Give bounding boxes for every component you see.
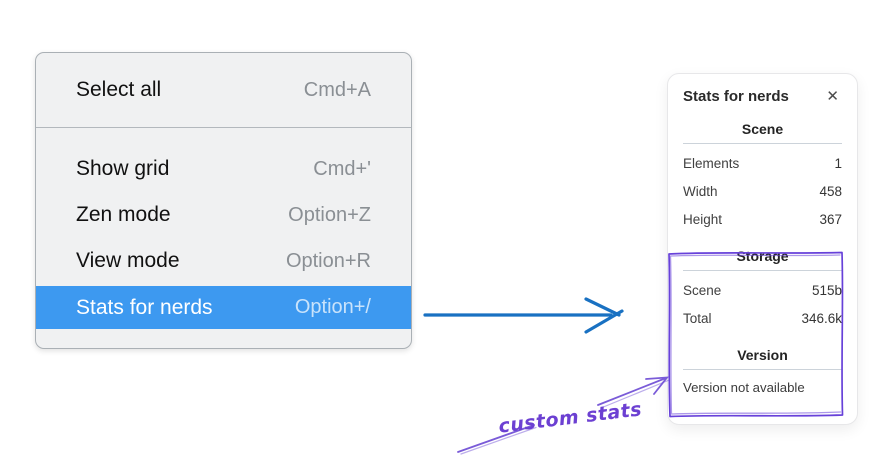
menu-item-label: Show grid [76, 157, 170, 180]
menu-item-select-all[interactable]: Select all Cmd+A [36, 53, 411, 128]
section-heading: Version [737, 347, 788, 363]
stats-section-version: Version Version not available [683, 347, 842, 395]
menu-item-shortcut: Option+R [285, 249, 371, 272]
stat-label: Total [683, 310, 712, 326]
menu-item-label: Zen mode [76, 203, 171, 226]
section-divider [683, 143, 842, 144]
stat-value: 515b [811, 282, 842, 298]
arrow-right-icon [423, 297, 624, 334]
stat-row-width: Width 458 [683, 177, 842, 205]
annotation-arrow-shaft [597, 377, 667, 406]
menu-item-view-mode[interactable]: View mode Option+R [36, 238, 411, 284]
stat-label: Elements [683, 155, 740, 171]
menu-item-shortcut: Cmd+' [313, 157, 371, 180]
stat-value: 458 [819, 183, 842, 199]
menu-item-label: View mode [76, 249, 180, 272]
stats-section-scene: Scene Elements 1 Width 458 Height 367 [683, 121, 842, 233]
stats-panel-header: Stats for nerds ✕ [683, 87, 842, 106]
stat-row-scene-size: Scene 515b [683, 276, 842, 304]
section-heading: Scene [741, 121, 784, 137]
stat-value: 346.6k [801, 310, 842, 326]
stat-row-height: Height 367 [683, 205, 842, 233]
section-divider [683, 369, 842, 370]
menu-item-stats-for-nerds[interactable]: Stats for nerds Option+/ [36, 286, 411, 329]
stat-value: 367 [819, 211, 842, 227]
stat-row-elements: Elements 1 [683, 149, 842, 177]
stat-label: Width [683, 183, 718, 199]
stat-value: 1 [834, 155, 842, 171]
stat-row-total-size: Total 346.6k [683, 304, 842, 332]
menu-item-shortcut: Option+Z [288, 203, 371, 226]
menu-item-shortcut: Cmd+A [303, 78, 371, 101]
stat-label: Height [683, 211, 723, 227]
annotation-arrowhead [645, 376, 669, 395]
stats-section-storage: Storage Scene 515b Total 346.6k [683, 248, 842, 332]
menu-item-label: Stats for nerds [76, 295, 213, 319]
menu-item-show-grid[interactable]: Show grid Cmd+' [36, 146, 411, 192]
context-menu: Select all Cmd+A Show grid Cmd+' Zen mod… [35, 52, 412, 349]
section-divider [683, 270, 842, 271]
section-heading: Storage [736, 248, 789, 264]
menu-item-label: Select all [76, 78, 162, 101]
close-icon[interactable]: ✕ [823, 87, 842, 106]
menu-item-zen-mode[interactable]: Zen mode Option+Z [36, 192, 411, 238]
menu-group: Show grid Cmd+' Zen mode Option+Z View m… [36, 128, 411, 329]
annotation-group: custom stats [457, 376, 669, 455]
version-note: Version not available [683, 380, 805, 395]
stat-label: Scene [683, 282, 722, 298]
annotation-label: custom stats [497, 398, 643, 437]
menu-item-shortcut: Option+/ [294, 296, 371, 318]
stats-panel-title: Stats for nerds [683, 88, 789, 105]
stats-panel: Stats for nerds ✕ Scene Elements 1 Width… [667, 73, 858, 425]
annotation-arrow-tail [457, 424, 535, 453]
